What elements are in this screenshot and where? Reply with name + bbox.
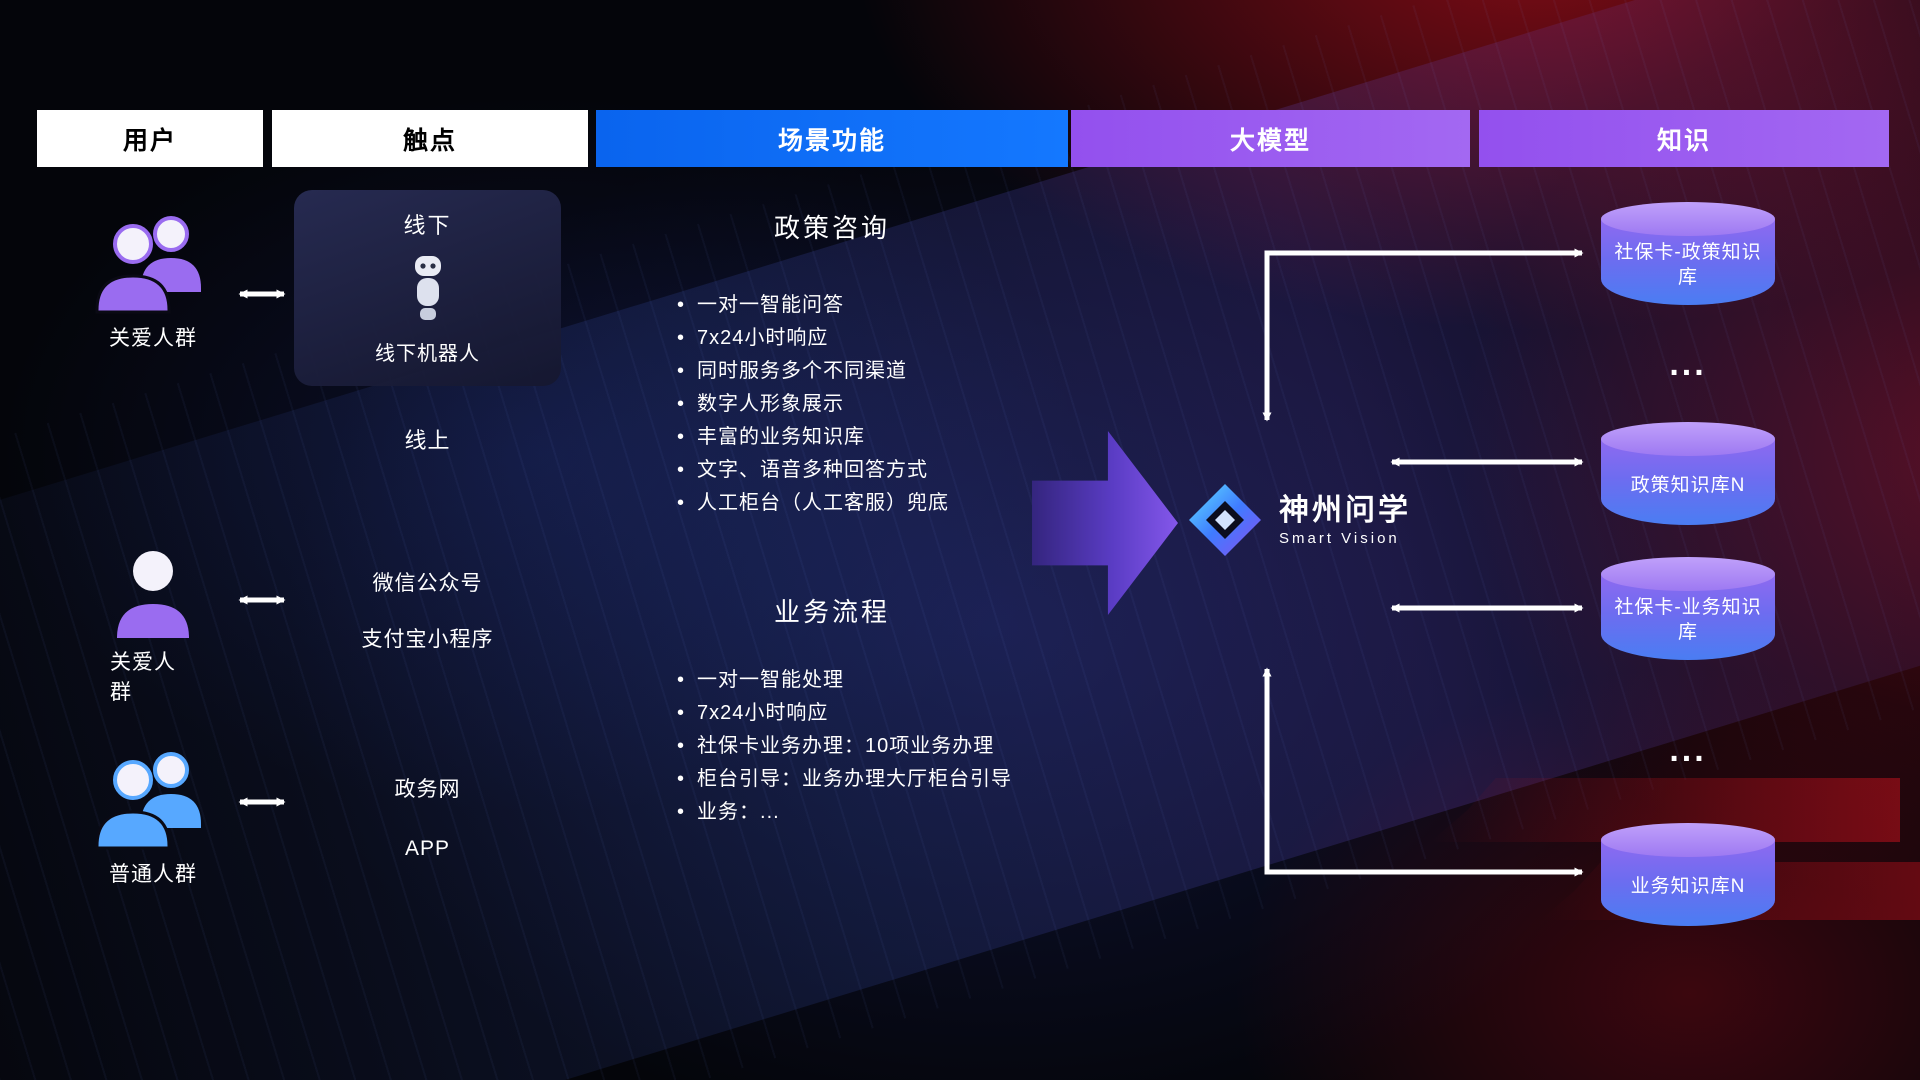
column-header-knowledge: 知识 bbox=[1479, 110, 1889, 167]
diamond-logo-icon bbox=[1189, 484, 1261, 556]
model-name: 神州问学 bbox=[1279, 493, 1411, 527]
database-icon bbox=[1601, 823, 1775, 857]
list-item: 业务：... bbox=[677, 796, 1012, 829]
ellipsis-label: ... bbox=[1669, 345, 1707, 383]
column-header-scenarios: 场景功能 bbox=[596, 110, 1068, 167]
robot-icon bbox=[414, 255, 441, 320]
touchpoint-gov-web: 政务网 bbox=[394, 778, 461, 801]
db-label: 政策知识库N bbox=[1630, 474, 1746, 496]
robot-label: 线下机器人 bbox=[375, 343, 480, 365]
user-label: 普通人群 bbox=[109, 863, 197, 886]
database-icon bbox=[1601, 202, 1775, 236]
database-icon bbox=[1601, 422, 1775, 456]
knowledge-db-business-sscard: 社保卡-业务知识库 bbox=[1601, 557, 1775, 660]
user-care-person: 关爱人群 bbox=[110, 548, 196, 706]
db-label: 社保卡-政策知识库 bbox=[1614, 242, 1762, 288]
scenario-title-business: 业务流程 bbox=[773, 597, 890, 627]
user-general-group: 普通人群 bbox=[78, 748, 228, 888]
scenario-title-policy: 政策咨询 bbox=[773, 213, 890, 243]
list-item: 7x24小时响应 bbox=[677, 322, 949, 355]
scenario-business-list: 一对一智能处理 7x24小时响应 社保卡业务办理：10项业务办理 柜台引导：业务… bbox=[677, 664, 1012, 829]
care-person-icon bbox=[117, 551, 189, 638]
offline-touchpoint-card: 线下 线下机器人 bbox=[294, 190, 561, 386]
list-item: 一对一智能处理 bbox=[677, 664, 1012, 697]
column-header-touchpoints: 触点 bbox=[272, 110, 588, 167]
user-care-group: 关爱人群 bbox=[78, 212, 228, 352]
arrow-model-db4 bbox=[1262, 667, 1584, 877]
knowledge-db-policy-n: 政策知识库N bbox=[1601, 422, 1775, 525]
touchpoint-alipay: 支付宝小程序 bbox=[361, 628, 494, 651]
column-header-model: 大模型 bbox=[1071, 110, 1470, 167]
list-item: 7x24小时响应 bbox=[677, 697, 1012, 730]
list-item: 文字、语音多种回答方式 bbox=[677, 454, 949, 487]
online-label: 线上 bbox=[404, 428, 451, 453]
knowledge-db-policy-sscard: 社保卡-政策知识库 bbox=[1601, 202, 1775, 305]
care-group-icon bbox=[95, 216, 201, 314]
general-group-icon bbox=[95, 752, 201, 850]
list-item: 社保卡业务办理：10项业务办理 bbox=[677, 730, 1012, 763]
database-icon bbox=[1601, 557, 1775, 591]
offline-title: 线下 bbox=[403, 213, 452, 238]
model-subtitle: Smart Vision bbox=[1279, 529, 1400, 547]
scenario-policy-list: 一对一智能问答 7x24小时响应 同时服务多个不同渠道 数字人形象展示 丰富的业… bbox=[677, 289, 949, 520]
db-label: 社保卡-业务知识库 bbox=[1614, 597, 1762, 643]
list-item: 柜台引导：业务办理大厅柜台引导 bbox=[677, 763, 1012, 796]
column-header-users: 用户 bbox=[37, 110, 263, 167]
user-label: 关爱人群 bbox=[109, 327, 197, 350]
list-item: 丰富的业务知识库 bbox=[677, 421, 949, 454]
touchpoint-app: APP bbox=[404, 837, 451, 860]
list-item: 人工柜台（人工客服）兜底 bbox=[677, 487, 949, 520]
ellipsis-label: ... bbox=[1669, 731, 1707, 769]
touchpoint-wechat: 微信公众号 bbox=[372, 572, 483, 595]
user-label: 关爱人群 bbox=[110, 651, 176, 704]
list-item: 一对一智能问答 bbox=[677, 289, 949, 322]
list-item: 同时服务多个不同渠道 bbox=[677, 355, 949, 388]
flow-arrow-icon bbox=[1032, 431, 1178, 615]
knowledge-db-business-n: 业务知识库N bbox=[1601, 823, 1775, 926]
list-item: 数字人形象展示 bbox=[677, 388, 949, 421]
db-label: 业务知识库N bbox=[1630, 875, 1746, 897]
arrow-model-db1 bbox=[1262, 248, 1584, 422]
model-logo: 神州问学 Smart Vision bbox=[1185, 480, 1411, 560]
